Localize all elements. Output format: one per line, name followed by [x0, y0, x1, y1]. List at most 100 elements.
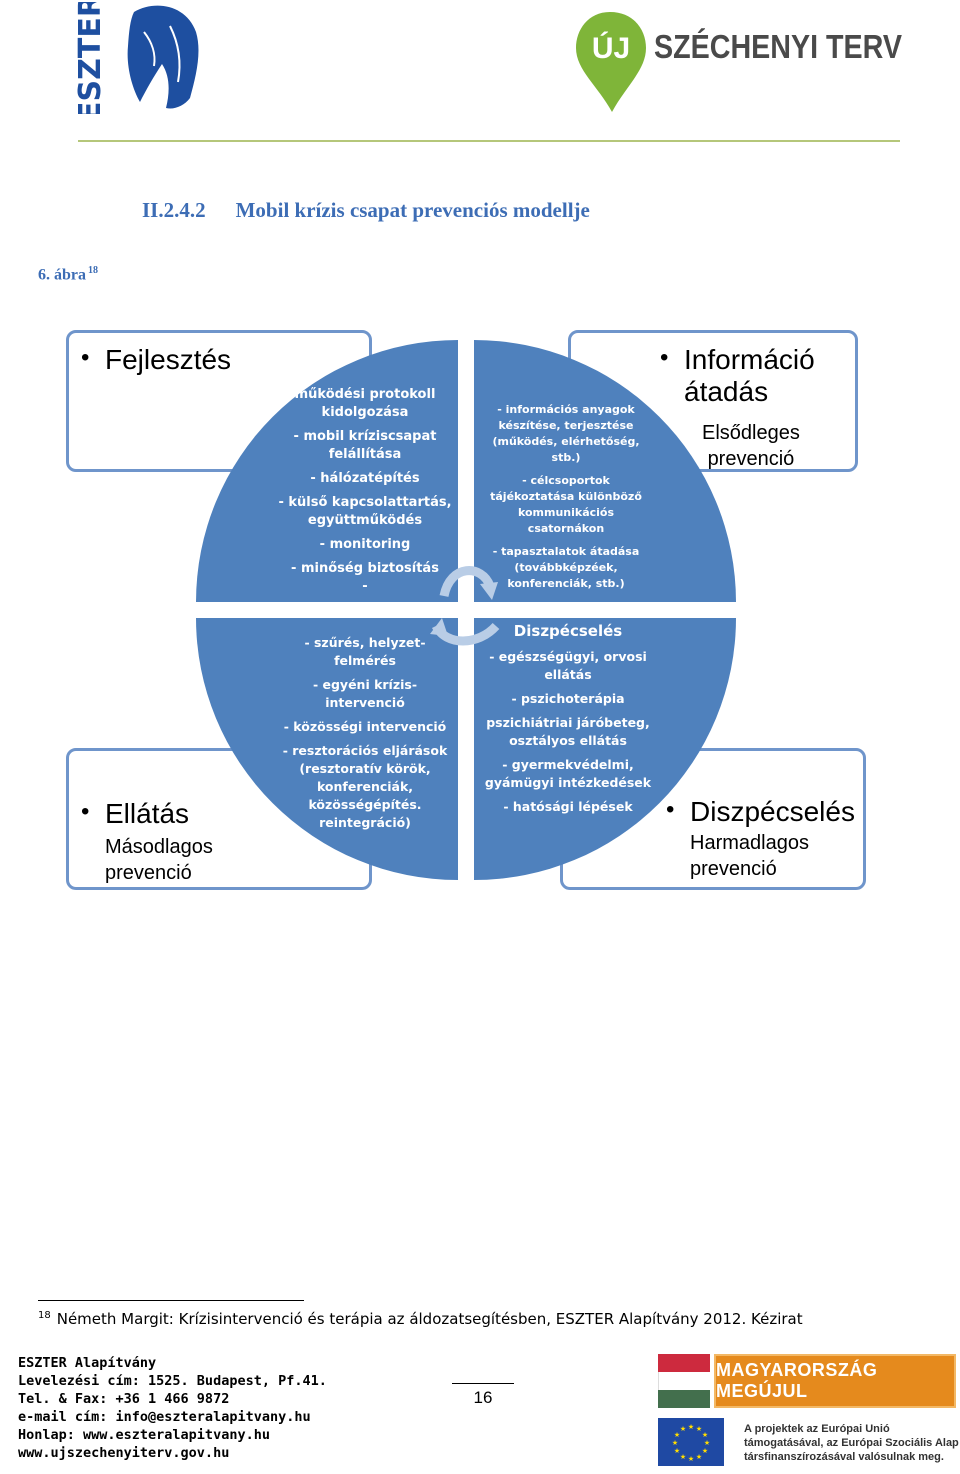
development-item: - hálózatépítés: [310, 471, 420, 486]
information-item: - célcsoportok: [522, 474, 610, 487]
page-number: 16: [473, 1388, 493, 1407]
eu-text-line3: társfinanszírozásával valósulnak meg.: [744, 1451, 944, 1463]
footnote-divider: [38, 1300, 304, 1301]
dispatch-item: - gyermekvédelmi,: [502, 757, 634, 772]
svg-text:★: ★: [702, 1431, 708, 1439]
information-item: - információs anyagok: [497, 403, 635, 416]
banner-slogan: MAGYARORSZÁG MEGÚJUL: [716, 1360, 878, 1401]
footnote-text: Németh Margit: Krízisintervenció és terá…: [56, 1310, 803, 1328]
information-item: kommunikációs: [517, 506, 615, 519]
information-items: - információs anyagok készítése, terjesz…: [476, 402, 656, 599]
eu-text-line2: támogatásával, az Európai Szociális Alap: [744, 1437, 959, 1449]
cycle-arrow-bottom-icon: [430, 618, 500, 646]
title-care: Ellátás: [81, 798, 189, 830]
care-item: - szűrés, helyzet-: [304, 635, 426, 650]
szechenyi-logo-text: SZÉCHENYI TERV: [654, 28, 902, 65]
subtitle-tertiary-line2: prevenció: [690, 858, 777, 880]
quadrant-bottom-left: [196, 618, 458, 880]
information-item: konferenciák, stb.): [507, 577, 625, 590]
header-divider: [78, 140, 900, 142]
hungarian-flag-green-stripe: [658, 1390, 710, 1408]
dispatch-item: pszichiátriai járóbeteg,: [486, 715, 650, 730]
quadrant-top-left: [196, 340, 458, 602]
dispatch-items: Diszpécselés - egészségügyi, orvosi ellá…: [476, 622, 660, 822]
care-item: intervenció: [325, 695, 405, 710]
footer-contact-block: ESZTER Alapítvány Levelezési cím: 1525. …: [18, 1354, 327, 1462]
care-item: - közösségi intervenció: [283, 719, 447, 734]
figure-footnote-ref: 18: [88, 265, 98, 276]
subtitle-secondary-prevention: Másodlagos prevenció: [105, 834, 213, 886]
care-item: felmérés: [334, 653, 396, 668]
section-title: Mobil krízis csapat prevenciós modellje: [235, 198, 590, 222]
information-item: (továbbképzéek,: [514, 561, 618, 574]
subtitle-primary-line1: Elsődleges: [702, 422, 800, 444]
svg-text:★: ★: [696, 1453, 702, 1461]
szechenyi-badge-text: ÚJ: [592, 31, 630, 65]
subtitle-primary-prevention: Elsődleges prevenció: [702, 420, 800, 472]
footer-phone: Tel. & Fax: +36 1 466 9872: [18, 1391, 230, 1407]
development-items: működési protokoll kidolgozása - mobil k…: [270, 386, 460, 602]
subtitle-secondary-line2: prevenció: [105, 862, 192, 884]
quadrant-circle: [196, 340, 736, 880]
subtitle-primary-line2: prevenció: [707, 448, 795, 470]
svg-text:★: ★: [680, 1425, 686, 1433]
care-item: (resztoratív körök,: [299, 761, 431, 776]
page-number-rule: [452, 1383, 514, 1384]
quadrant-bottom-right: [474, 618, 736, 880]
subtitle-tertiary-line1: Harmadlagos: [690, 832, 809, 854]
information-item: - tapasztalatok átadása: [492, 545, 640, 558]
svg-text:★: ★: [688, 1423, 694, 1431]
svg-text:★: ★: [672, 1439, 678, 1447]
svg-text:★: ★: [680, 1453, 686, 1461]
title-dispatch: Diszpécselés: [666, 796, 855, 828]
care-item: közösségépítés.: [308, 797, 422, 812]
title-development: Fejlesztés: [81, 344, 231, 376]
dispatch-item: ellátás: [544, 667, 592, 682]
footer-email: e-mail cím: info@eszteralapitvany.hu: [18, 1409, 311, 1425]
footer-org: ESZTER Alapítvány: [18, 1355, 157, 1371]
care-items: - szűrés, helyzet- felmérés - egyéni krí…: [270, 634, 460, 838]
svg-text:★: ★: [704, 1439, 710, 1447]
development-item: kidolgozása: [321, 405, 409, 420]
svg-text:★: ★: [702, 1447, 708, 1455]
care-item: konferenciák,: [316, 779, 414, 794]
information-item: stb.): [551, 451, 581, 464]
svg-text:★: ★: [696, 1425, 702, 1433]
information-item: tájékoztatása különböző: [490, 490, 642, 503]
development-item: felállítása: [328, 447, 402, 462]
szechenyi-terv-logo: ÚJ SZÉCHENYI TERV: [574, 6, 914, 116]
prevention-model-diagram: Fejlesztés Információ átadás Elsődleges …: [0, 320, 960, 900]
title-information-line1: Információ: [684, 344, 815, 375]
information-item: készítése, terjesztése: [498, 419, 634, 432]
svg-text:★: ★: [674, 1447, 680, 1455]
care-item: - egyéni krízis-: [312, 677, 418, 692]
development-item: működési protokoll: [294, 387, 436, 402]
dispatch-heading: Diszpécselés: [513, 622, 623, 640]
development-item: - külső kapcsolattartás,: [278, 495, 452, 510]
title-information-line2: átadás: [684, 376, 769, 408]
dispatch-item: - pszichoterápia: [511, 691, 625, 706]
footer-website: www.ujszechenyiterv.gov.hu: [18, 1445, 230, 1461]
title-information: Információ átadás: [660, 344, 815, 408]
hungarian-flag-icon: [658, 1354, 710, 1372]
banner-slogan-box: MAGYARORSZÁG MEGÚJUL: [714, 1354, 956, 1408]
dispatch-item: gyámügyi intézkedések: [484, 775, 652, 790]
footer-address: Levelezési cím: 1525. Budapest, Pf.41.: [18, 1373, 327, 1389]
care-item: - resztorációs eljárások: [282, 743, 448, 758]
care-item: reintegráció): [319, 815, 411, 830]
subtitle-tertiary-prevention: Harmadlagos prevenció: [690, 830, 809, 882]
footnote: 18 Németh Margit: Krízisintervenció és te…: [38, 1310, 803, 1328]
footnote-number: 18: [38, 1310, 51, 1321]
development-item: -: [362, 579, 368, 594]
dispatch-item: - egészségügyi, orvosi: [489, 649, 647, 664]
svg-text:★: ★: [674, 1431, 680, 1439]
section-number: II.2.4.2: [142, 198, 206, 222]
section-heading: II.2.4.2 Mobil krízis csapat prevenciós m…: [142, 198, 590, 223]
eszter-logo: ESZTER: [73, 0, 204, 122]
eu-text-line1: A projektek az Európai Unió: [744, 1423, 890, 1435]
development-item: együttműködés: [307, 513, 423, 528]
eu-flag-icon: ★★★ ★★★ ★★★ ★★★: [658, 1418, 724, 1466]
figure-label-text: 6. ábra: [38, 266, 86, 284]
footer-homepage: Honlap: www.eszteralapitvany.hu: [18, 1427, 270, 1443]
